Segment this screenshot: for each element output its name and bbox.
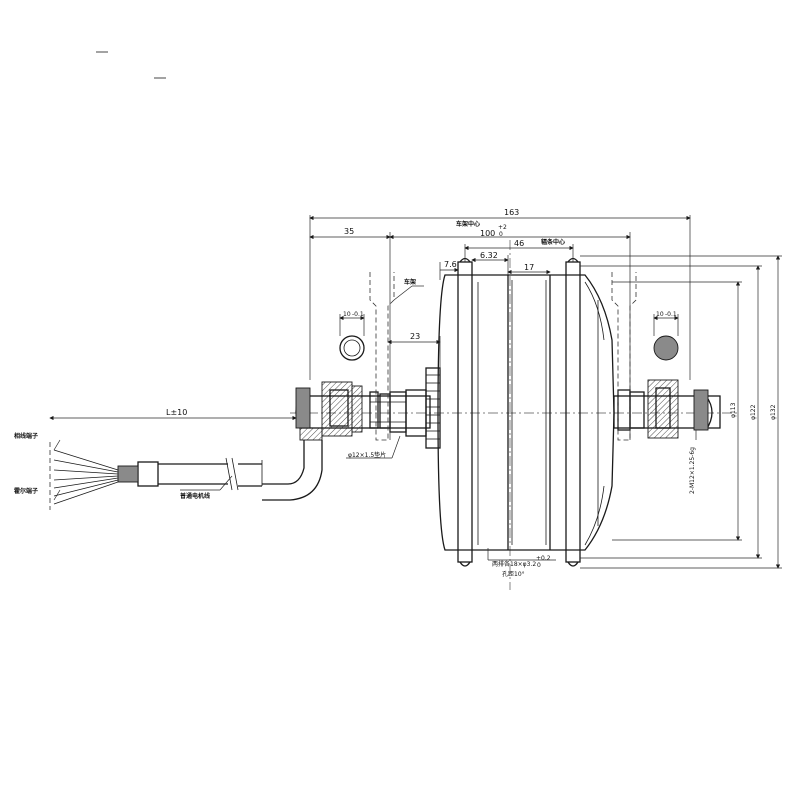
hole-angle-label: 孔距10° [502, 570, 525, 578]
hub-shell [437, 257, 615, 567]
thread-label: 2-M12×1.25-6g [689, 447, 696, 494]
slot-left-tol: -0.1 [352, 311, 364, 318]
hall-terminal-label: 霍尔端子 [14, 487, 38, 495]
dia-113-label: φ113 [730, 402, 737, 418]
dim-122 [580, 265, 762, 559]
phase-terminal-label: 相线端子 [14, 432, 38, 440]
holes-tol-lower: 0 [537, 562, 541, 569]
dia-122-label: φ122 [750, 404, 757, 420]
spline-label: φ12×1.5垫片 [348, 451, 386, 459]
frame-center-label: 车架中心 [456, 220, 480, 228]
right-dropout [611, 272, 679, 441]
cable-length-label: L±10 [166, 408, 187, 417]
dim-100-label: 100 [480, 229, 495, 238]
holes-tol-upper: +0.2 [536, 555, 551, 562]
slot-left-label: 10 [343, 311, 351, 318]
dim-632-label: 6.32 [480, 251, 498, 260]
dia-132-label: φ132 [770, 404, 777, 420]
dim-163 [309, 215, 691, 380]
right-axle [613, 379, 721, 439]
dim-100-tol-upper: +2 [498, 224, 507, 231]
dim-23-label: 23 [410, 332, 420, 341]
slot-right-tol: -0.1 [665, 311, 677, 318]
dim-132 [580, 255, 782, 569]
left-dropout [339, 272, 395, 441]
motor-cable [49, 427, 323, 510]
dim-113 [612, 281, 742, 541]
motor-cable-label: 普通电机线 [180, 492, 210, 500]
rim-center-label: 辐条中心 [541, 238, 565, 246]
holes-label: 两排各18×φ3.2 [492, 560, 536, 568]
dim-35-label: 35 [344, 227, 354, 236]
dim-100-tol-lower: 0 [499, 231, 503, 238]
dim-17-label: 17 [524, 263, 534, 272]
dim-76-label: 7.6 [444, 260, 457, 269]
dim-46-label: 46 [514, 239, 524, 248]
frame-label: 车架 [404, 278, 416, 286]
dim-163-label: 163 [504, 208, 519, 217]
freewheel-cog [405, 367, 441, 449]
slot-right-label: 10 [656, 311, 664, 318]
